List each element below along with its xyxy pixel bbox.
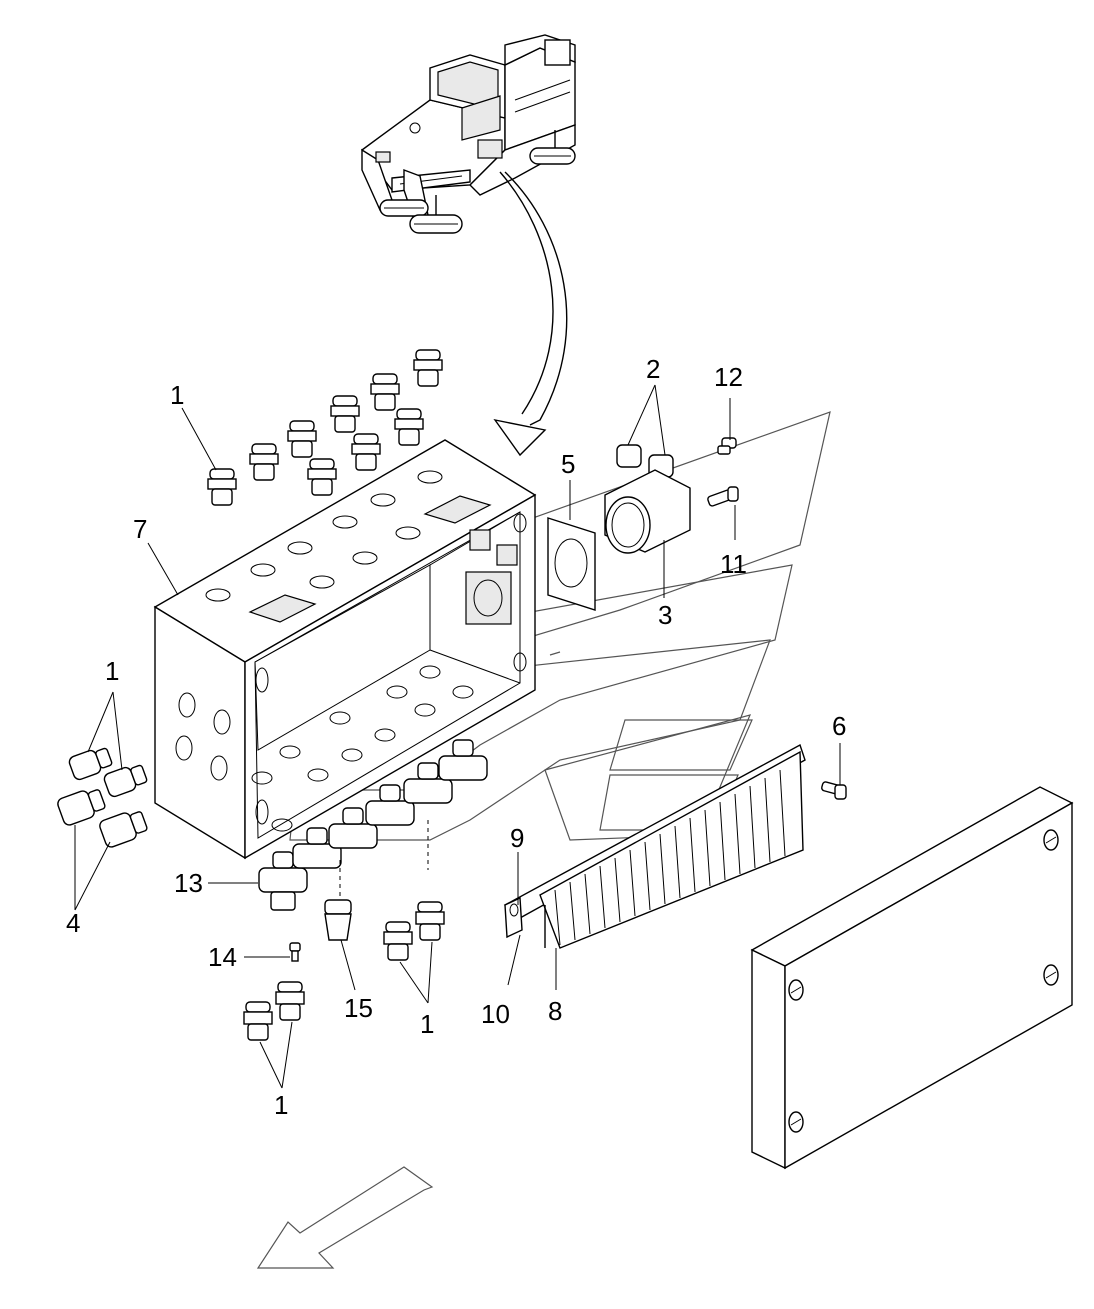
fitting-group-lower — [243, 901, 445, 1041]
callout-7: 7 — [133, 514, 147, 544]
manifold-block-housing — [153, 439, 537, 860]
gasket-part — [547, 517, 596, 611]
fitting-group-top — [207, 349, 443, 506]
callout-9: 9 — [510, 823, 524, 853]
callout-2: 2 — [646, 354, 660, 384]
screw-12 — [717, 437, 737, 455]
fitting-group-side — [57, 747, 148, 848]
location-callout-arrow — [493, 171, 568, 457]
terminal-block-strip — [503, 743, 806, 949]
callout-8: 8 — [548, 996, 562, 1026]
callout-5: 5 — [561, 449, 575, 479]
flange-adapter-part — [604, 444, 691, 554]
small-screw-part — [289, 942, 301, 962]
callout-13: 13 — [174, 868, 203, 898]
callout-1-bottom: 1 — [274, 1090, 288, 1120]
callout-1-side: 1 — [105, 656, 119, 686]
callout-1-top: 1 — [170, 380, 184, 410]
screw-6 — [821, 781, 847, 800]
callout-14: 14 — [208, 942, 237, 972]
callout-3: 3 — [658, 600, 672, 630]
cover-plate — [750, 786, 1074, 1170]
callout-1-lower-mid: 1 — [420, 1009, 434, 1039]
screw-11 — [707, 486, 739, 507]
milling-machine-illustration — [361, 34, 576, 234]
callout-6: 6 — [832, 711, 846, 741]
callout-labels: 1 2 12 5 7 11 3 1 6 9 13 4 14 15 1 10 8 … — [66, 354, 846, 1120]
flange-fitting-row — [258, 739, 488, 911]
callout-10: 10 — [481, 999, 510, 1029]
plug-part — [324, 899, 352, 941]
callout-11: 11 — [720, 549, 747, 579]
callout-4: 4 — [66, 908, 80, 938]
callout-12: 12 — [714, 362, 743, 392]
direction-arrow-icon — [256, 1166, 434, 1269]
leader-lines — [74, 384, 841, 1089]
callout-15: 15 — [344, 993, 373, 1023]
